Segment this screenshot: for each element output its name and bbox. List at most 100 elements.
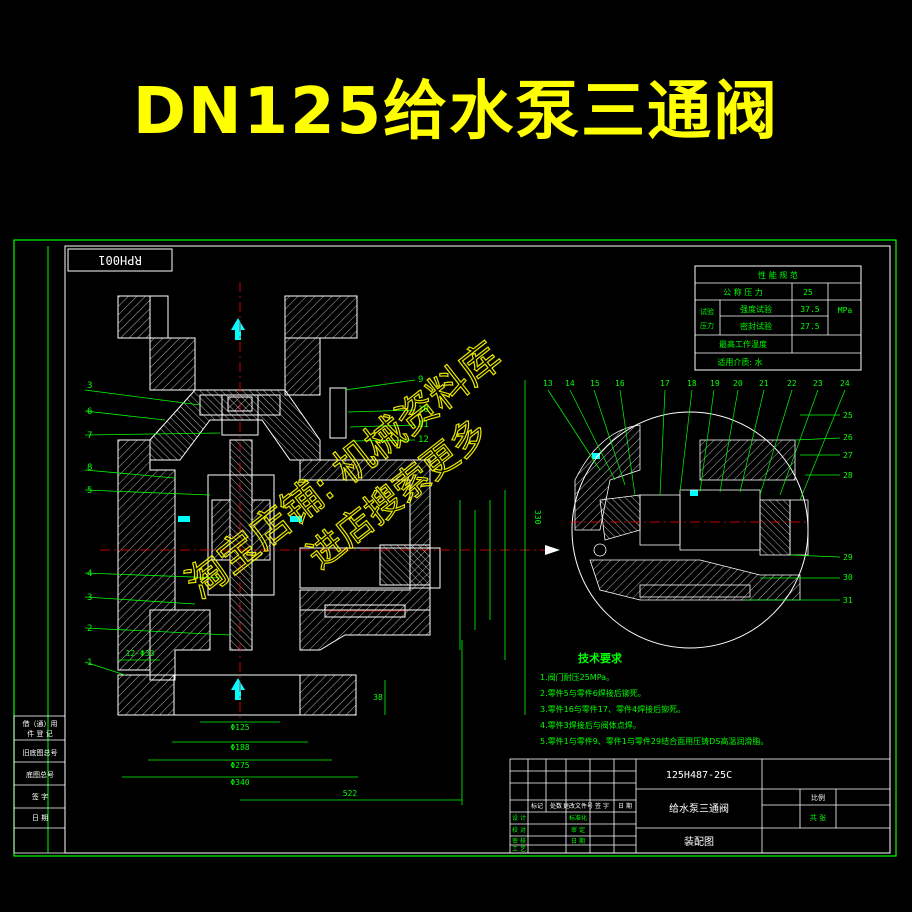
svg-text:3: 3 xyxy=(87,381,92,391)
svg-text:23: 23 xyxy=(813,379,823,388)
svg-text:标记: 标记 xyxy=(531,802,543,810)
sidebar-row-6: 日 期 xyxy=(32,814,48,822)
sidebar-row-3: 旧底图总号 xyxy=(23,748,58,757)
svg-text:27: 27 xyxy=(843,451,853,460)
svg-text:14: 14 xyxy=(565,379,575,388)
tech-req-item-2: 2.零件5与零件6焊接后铆死。 xyxy=(540,688,646,698)
svg-text:20: 20 xyxy=(733,379,743,388)
svg-text:日 期: 日 期 xyxy=(571,837,585,845)
svg-text:30: 30 xyxy=(843,573,853,582)
spec-header: 性 能 规 范 xyxy=(758,270,798,280)
detail-top-numbers: 13 14 15 16 17 18 19 20 21 22 23 24 xyxy=(543,379,850,388)
svg-text:审 核: 审 核 xyxy=(512,837,526,845)
sheet-type: 装配图 xyxy=(684,835,714,848)
svg-text:校 对: 校 对 xyxy=(512,826,526,834)
svg-text:1: 1 xyxy=(87,658,92,668)
svg-text:11: 11 xyxy=(418,420,429,430)
svg-text:17: 17 xyxy=(660,379,670,388)
tech-requirements: 技术要求 1.阀门耐压25MPa。 2.零件5与零件6焊接后铆死。 3.零件16… xyxy=(540,651,768,746)
spec-unit: MPa xyxy=(838,306,853,315)
svg-text:7: 7 xyxy=(87,431,92,441)
tech-req-item-5: 5.零件1与零件9、零件1与零件29结合面用压铸DS高温润滑脂。 xyxy=(540,736,768,746)
tech-req-item-4: 4.零件3焊接后与阀体点焊。 xyxy=(540,720,641,730)
spec-seal-value: 27.5 xyxy=(800,322,819,331)
svg-text:4: 4 xyxy=(87,569,92,579)
svg-text:330: 330 xyxy=(533,510,542,525)
svg-text:9: 9 xyxy=(418,375,423,385)
left-leader-lines xyxy=(84,389,231,676)
svg-text:28: 28 xyxy=(843,471,853,480)
svg-text:13: 13 xyxy=(543,379,553,388)
spec-nominal-value: 25 xyxy=(803,288,813,297)
svg-text:2: 2 xyxy=(87,624,92,634)
scale-label: 比例 xyxy=(811,793,825,802)
spec-seal-label: 密封试验 xyxy=(740,321,772,331)
drawing-code-text: RPH001 xyxy=(98,253,141,267)
left-part-numbers: 3 6 7 8 5 4 3 2 1 xyxy=(87,381,92,668)
svg-text:12: 12 xyxy=(418,435,429,445)
flow-arrow-up-bottom xyxy=(231,678,245,700)
svg-text:8: 8 xyxy=(87,463,92,473)
spec-strength-value: 37.5 xyxy=(800,305,819,314)
dimension-lines xyxy=(118,380,526,805)
svg-text:26: 26 xyxy=(843,433,853,442)
svg-text:21: 21 xyxy=(759,379,769,388)
tech-req-item-3: 3.零件16与零件17、零件4焊接后铆死。 xyxy=(540,704,685,714)
svg-text:19: 19 xyxy=(710,379,720,388)
inner-frame xyxy=(64,245,891,854)
sidebar-row-1: 借（通）用 xyxy=(23,719,58,728)
valve-body-section xyxy=(117,295,441,716)
detail-view xyxy=(570,411,810,649)
svg-text:Φ275: Φ275 xyxy=(230,761,249,770)
spec-table: 性 能 规 范 公 称 压 力 25 试验 压力 强度试验 37.5 密封试验 … xyxy=(694,265,862,371)
tech-req-title: 技术要求 xyxy=(578,651,623,665)
svg-text:6: 6 xyxy=(87,407,92,417)
sidebar-row-4: 底图总号 xyxy=(26,770,54,779)
watermark: 淘宝店铺: 机械资料库 进店搜索更多 xyxy=(177,333,511,608)
svg-text:522: 522 xyxy=(343,789,358,798)
detail-right-numbers: 25 26 27 28 29 30 31 xyxy=(843,411,853,605)
title-block xyxy=(509,758,891,854)
svg-text:审 定: 审 定 xyxy=(571,826,585,834)
spec-nominal-label: 公 称 压 力 xyxy=(723,287,763,297)
svg-text:3: 3 xyxy=(87,593,92,603)
svg-text:工 艺: 工 艺 xyxy=(512,845,526,853)
svg-text:5: 5 xyxy=(87,486,92,496)
section-arrow xyxy=(545,545,560,555)
svg-text:标准化: 标准化 xyxy=(569,814,587,822)
svg-text:31: 31 xyxy=(843,596,853,605)
model-number: 125H487-25C xyxy=(666,770,732,781)
svg-text:16: 16 xyxy=(615,379,625,388)
title-block-text: 125H487-25C 给水泵三通阀 装配图 标记 处数 更改文件号 签 字 日… xyxy=(512,770,826,853)
spec-strength-label: 强度试验 xyxy=(740,304,772,314)
page-title: DN125给水泵三通阀 xyxy=(132,75,780,149)
flow-arrow-up-top xyxy=(231,318,245,340)
detail-right-leaders xyxy=(745,414,841,601)
spec-test-label-1: 试验 xyxy=(700,307,714,316)
detail-top-leaders xyxy=(547,389,846,501)
svg-text:更改文件号: 更改文件号 xyxy=(563,802,593,810)
spec-test-label-2: 压力 xyxy=(700,321,714,330)
svg-text:日 期: 日 期 xyxy=(618,802,632,810)
svg-text:处数: 处数 xyxy=(550,802,562,810)
sidebar-row-2: 件 登 记 xyxy=(27,729,52,738)
spec-medium-label: 适用介质: 水 xyxy=(717,357,762,367)
svg-text:Φ340: Φ340 xyxy=(230,778,249,787)
svg-text:Φ125: Φ125 xyxy=(230,723,249,732)
svg-text:29: 29 xyxy=(843,553,853,562)
drawing-code-box xyxy=(67,248,173,272)
svg-text:设 计: 设 计 xyxy=(512,814,526,822)
sheet-count-label: 共 张 xyxy=(810,813,826,822)
svg-text:38: 38 xyxy=(373,693,383,702)
svg-text:签 字: 签 字 xyxy=(595,802,609,810)
svg-text:18: 18 xyxy=(687,379,697,388)
svg-text:10: 10 xyxy=(418,405,429,415)
tech-req-item-1: 1.阀门耐压25MPa。 xyxy=(540,672,614,682)
right-part-numbers: 9 10 11 12 xyxy=(418,375,429,445)
outer-frame xyxy=(13,239,897,857)
spec-max-temp-label: 最高工作温度 xyxy=(719,339,767,349)
svg-text:12-Φ33: 12-Φ33 xyxy=(126,649,155,658)
dimension-labels: Φ125 Φ188 Φ275 Φ340 522 12-Φ33 38 330 xyxy=(126,510,542,798)
svg-text:22: 22 xyxy=(787,379,797,388)
